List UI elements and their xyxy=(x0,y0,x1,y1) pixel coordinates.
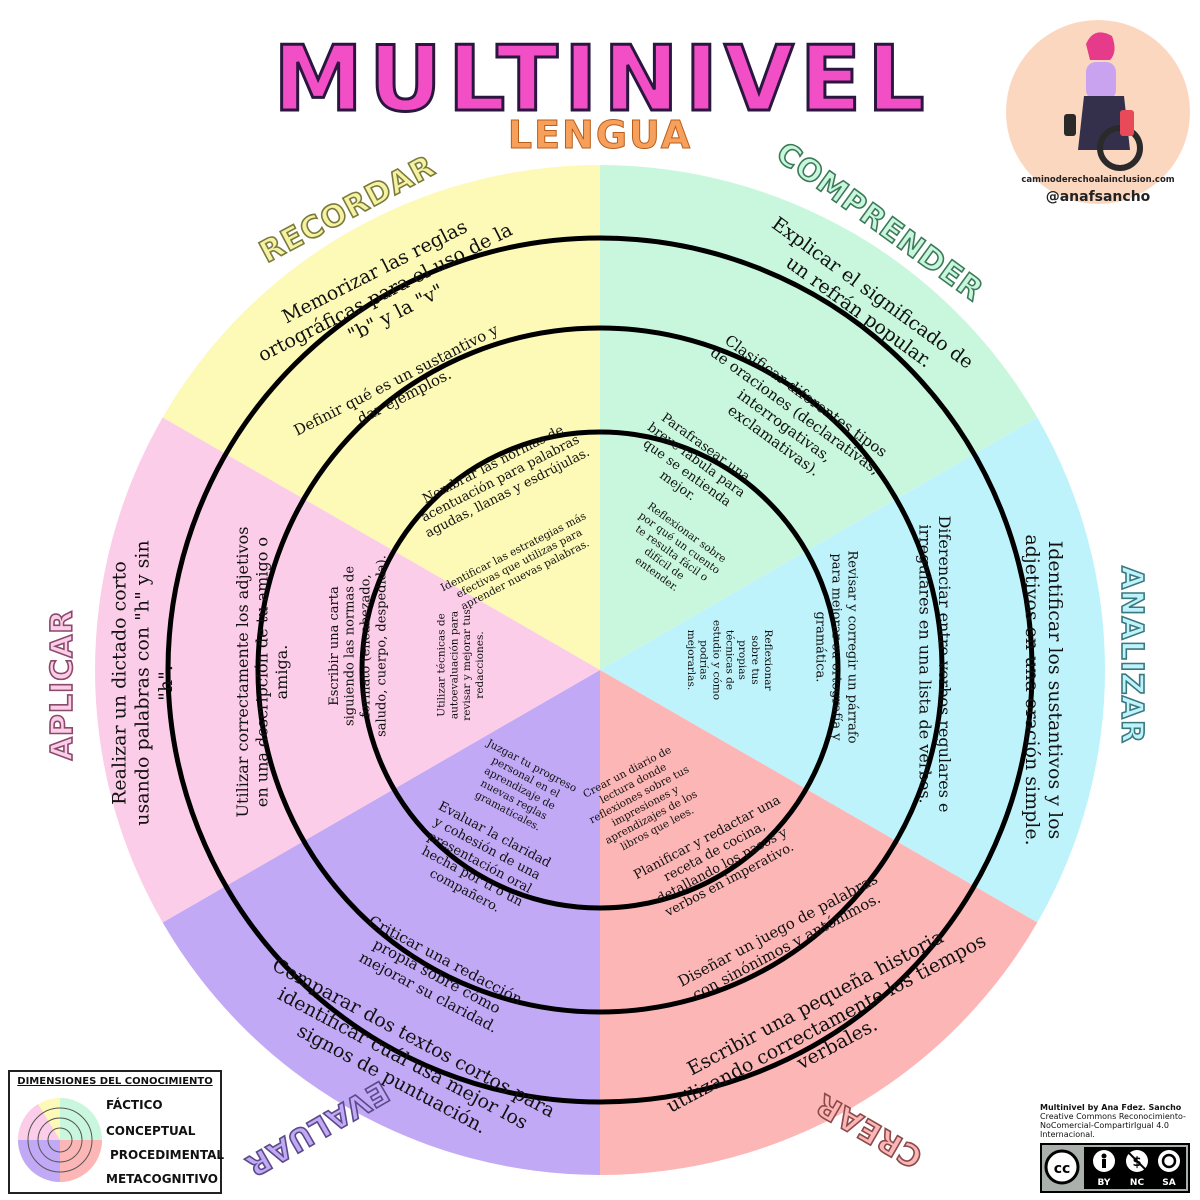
sector-comprender xyxy=(600,165,1038,670)
cell-analizar-level-1: Identificar los sustantivos y losadjetiv… xyxy=(1021,534,1066,845)
legend-box: DIMENSIONES DEL CONOCIMIENTO FÁCTICO CON… xyxy=(8,1070,225,1194)
category-label-aplicar: APLICAR xyxy=(45,610,80,761)
legend-item-conceptual: CONCEPTUAL xyxy=(106,1124,196,1138)
svg-text:$: $ xyxy=(1132,1155,1141,1170)
legend-mini-wheel xyxy=(17,1098,102,1182)
badge-sa-label: SA xyxy=(1162,1178,1175,1188)
cell-analizar-level-2: Diferenciar entre verbos regulares eirre… xyxy=(916,515,955,812)
sector-analizar xyxy=(600,417,1105,923)
cell-aplicar-level-3: Escribir una cartasiguiendo las normas d… xyxy=(327,555,390,737)
by-icon xyxy=(1093,1150,1115,1172)
sa-icon xyxy=(1158,1150,1180,1172)
brand-avatar: caminoderechoalainclusion.com @anafsanch… xyxy=(1006,20,1190,205)
ring-2 xyxy=(255,325,945,1015)
brand-handle: @anafsancho xyxy=(1046,189,1151,205)
cell-aplicar-level-2: Utilizar correctamente los adjetivosen u… xyxy=(233,527,291,818)
legend-item-factico: FÁCTICO xyxy=(106,1098,163,1112)
ring-3 xyxy=(359,429,841,911)
badge-nc-label: NC xyxy=(1130,1178,1145,1188)
category-label-crear: CREAR xyxy=(810,1086,929,1175)
license-description: Creative Commons Reconocimiento-NoComerc… xyxy=(1040,1112,1186,1139)
license-block: Multinivel by Ana Fdez. Sancho Creative … xyxy=(1040,1103,1190,1195)
svg-text:cc: cc xyxy=(1054,1161,1071,1177)
cc-license-badge[interactable]: cc $ BY NC SA xyxy=(1040,1143,1190,1193)
ring-1 xyxy=(165,235,1035,1105)
sector-recordar xyxy=(162,165,600,670)
sector-crear xyxy=(600,670,1038,1175)
brand-website: caminoderechoalainclusion.com xyxy=(1021,175,1174,185)
license-text: Multinivel by Ana Fdez. Sancho Creative … xyxy=(1040,1103,1190,1139)
cell-aplicar-level-4: Utilizar técnicas deautoevaluación parar… xyxy=(435,609,485,721)
nc-icon: $ xyxy=(1126,1150,1148,1172)
cell-analizar-level-3: Revisar y corregir un párrafopara mejora… xyxy=(813,550,860,743)
wheel xyxy=(95,165,1105,1175)
page-title: MULTINIVEL xyxy=(273,27,930,132)
sector-aplicar xyxy=(95,417,600,923)
legend-item-procedimental: PROCEDIMENTAL xyxy=(110,1148,225,1162)
legend-item-metacognitivo: METACOGNITIVO xyxy=(106,1172,218,1186)
category-label-analizar: ANALIZAR xyxy=(1114,566,1149,744)
cc-icon: cc xyxy=(1044,1149,1080,1185)
badge-by-label: BY xyxy=(1098,1178,1111,1188)
wheelchair-person-icon xyxy=(1064,32,1143,171)
category-label-evaluar: EVALUAR xyxy=(239,1073,395,1183)
cell-analizar-level-4: Reflexionarsobre tuspropiastécnicas dees… xyxy=(685,620,774,700)
page-subtitle: LENGUA xyxy=(508,113,692,157)
level-rings xyxy=(165,235,1035,1105)
sector-evaluar xyxy=(162,670,600,1175)
cell-aplicar-level-1: Realizar un dictado cortousando palabras… xyxy=(108,540,176,825)
license-title: Multinivel by Ana Fdez. Sancho xyxy=(1040,1103,1182,1112)
legend-title: DIMENSIONES DEL CONOCIMIENTO xyxy=(17,1076,213,1087)
